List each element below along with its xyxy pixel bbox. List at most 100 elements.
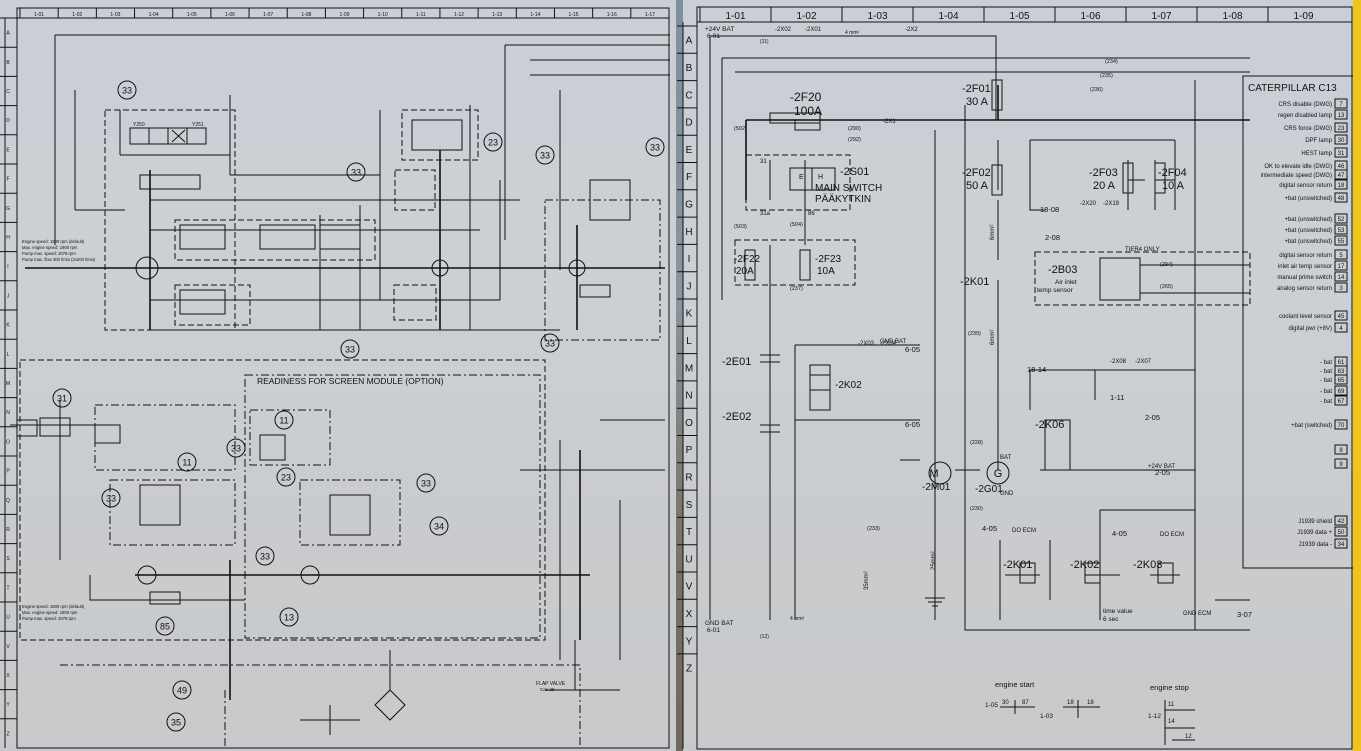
left-row-label: Z [6, 731, 9, 737]
connector-label: -2X2 [905, 27, 918, 33]
window-edge-bar [1353, 0, 1361, 751]
cat-row-label: +bat (unswitched) [1284, 196, 1332, 202]
left-row-label: D [6, 118, 10, 124]
left-row-label: R [6, 527, 10, 533]
connector-label: -2X20 [1080, 201, 1097, 207]
connector-label: -2X1 [883, 119, 896, 125]
cat-row-label: +bat (unswitched) [1284, 217, 1332, 223]
left-row-label: I [7, 264, 8, 270]
left-column-label: 1-12 [454, 12, 464, 18]
relay-id: -2K03 [1133, 559, 1162, 571]
cat-pin: 52 [1338, 217, 1345, 223]
connector-label: -2X03 [858, 341, 875, 347]
cat-pin: 50 [1338, 530, 1345, 536]
cat-pin: 30 [1338, 138, 1345, 144]
cat-pin: 7 [1339, 102, 1343, 108]
wire-number: (504) [790, 222, 803, 228]
cat-row-label: digital pwr (+8V) [1288, 326, 1332, 332]
wire-number: (235) [1100, 73, 1113, 79]
switch-terminal: 31a [760, 211, 771, 217]
right-row-label: X [686, 609, 693, 620]
cross-ref: 6-05 [905, 420, 920, 429]
right-column-label: 1-03 [867, 11, 887, 22]
right-row-label: M [685, 363, 693, 374]
time-value-label: time value [1103, 608, 1133, 615]
callout-bubble: 33 [345, 345, 355, 355]
fuse-rating: 100A [794, 104, 822, 118]
fuse-id: -2F01 [962, 83, 991, 95]
right-column-label: 1-08 [1222, 11, 1242, 22]
main-switch-label: MAIN SWITCH [815, 183, 882, 194]
wire-number: (502) [734, 126, 747, 132]
cat-pin: 17 [1338, 264, 1345, 270]
alternator-id: -2G01 [975, 484, 1003, 495]
callout-bubble: 85 [160, 622, 170, 632]
right-row-label: V [686, 582, 693, 593]
engine-stop-label: engine stop [1150, 683, 1189, 692]
right-row-label: T [686, 527, 692, 538]
left-column-label: 1-08 [301, 12, 311, 18]
right-column-label: 1-09 [1293, 11, 1313, 22]
cat-pin: 14 [1338, 275, 1345, 281]
cat-pin: 3 [1339, 286, 1343, 292]
sensor-line2: temp sensor [1037, 287, 1074, 294]
callout-bubble: 11 [182, 458, 191, 468]
wire-number: (234) [1105, 59, 1118, 65]
hydraulic-lines [10, 34, 670, 748]
left-row-label: L [7, 352, 10, 358]
flap-valve-sub: Can 28 [540, 687, 555, 692]
cross-ref: 18-14 [1027, 365, 1046, 374]
wire-number: (237) [790, 286, 803, 292]
motor-id: -2M01 [922, 482, 951, 493]
cross-ref: 2-05 [1155, 468, 1170, 477]
gnd-bat-size: 4 mm² [790, 616, 805, 622]
wire-number: (236) [1090, 87, 1103, 93]
cat-pin: 47 [1338, 173, 1345, 179]
left-column-label: 1-02 [72, 12, 82, 18]
left-column-label: 1-11 [416, 12, 426, 18]
right-row-label: Y [686, 636, 693, 647]
svg-text:Max. engine speed: 1900 rpm: Max. engine speed: 1900 rpm [22, 610, 78, 615]
left-column-label: 1-10 [378, 12, 388, 18]
cat-row-label: J1939 shield [1298, 519, 1332, 525]
right-row-label: Z [686, 664, 692, 675]
cat-row-label: - bat [1320, 389, 1332, 395]
right-column-label: 1-05 [1009, 11, 1029, 22]
sensor-line1: Air inlet [1055, 279, 1077, 286]
left-row-label: P [6, 469, 10, 475]
left-row-label: A [6, 31, 10, 37]
callout-bubble: 23 [281, 473, 291, 483]
cat-pin: 69 [1338, 389, 1345, 395]
left-column-label: 1-01 [34, 12, 44, 18]
gnd-bat-wire: (12) [760, 634, 769, 640]
cross-ref: 18-08 [1040, 205, 1059, 214]
cat-row-label: - bat [1320, 369, 1332, 375]
cat-row-label: CRS disable (DWG) [1278, 102, 1332, 108]
right-row-label: P [686, 445, 693, 456]
fuse-rating: 10A [817, 266, 835, 277]
switch-terminal: 31 [760, 159, 767, 165]
callout-bubble: 33 [545, 339, 555, 349]
stop-contact: 14 [1168, 719, 1175, 725]
fuse-id: -2F20 [790, 90, 822, 104]
cat-row-label: regen disabled lamp [1278, 113, 1333, 119]
right-row-label: F [686, 172, 692, 183]
callout-bubble: 33 [106, 494, 116, 504]
left-row-label: S [6, 556, 10, 562]
battery-id: -2E02 [722, 411, 751, 423]
wire-number: (503) [734, 224, 747, 230]
right-row-label: B [686, 63, 693, 74]
left-row-label: F [6, 177, 9, 183]
right-column-label: 1-04 [938, 11, 958, 22]
right-column-label: 1-02 [796, 11, 816, 22]
bat-wire: (11) [760, 39, 769, 45]
right-column-label: 1-07 [1151, 11, 1171, 22]
stop-contact: 12 [1185, 734, 1192, 740]
cat-title: CATERPILLAR C13 [1248, 83, 1337, 94]
left-row-label: U [6, 615, 10, 621]
connector-label: -2X07 [1135, 359, 1152, 365]
fuse-rating: 50 A [966, 180, 989, 192]
